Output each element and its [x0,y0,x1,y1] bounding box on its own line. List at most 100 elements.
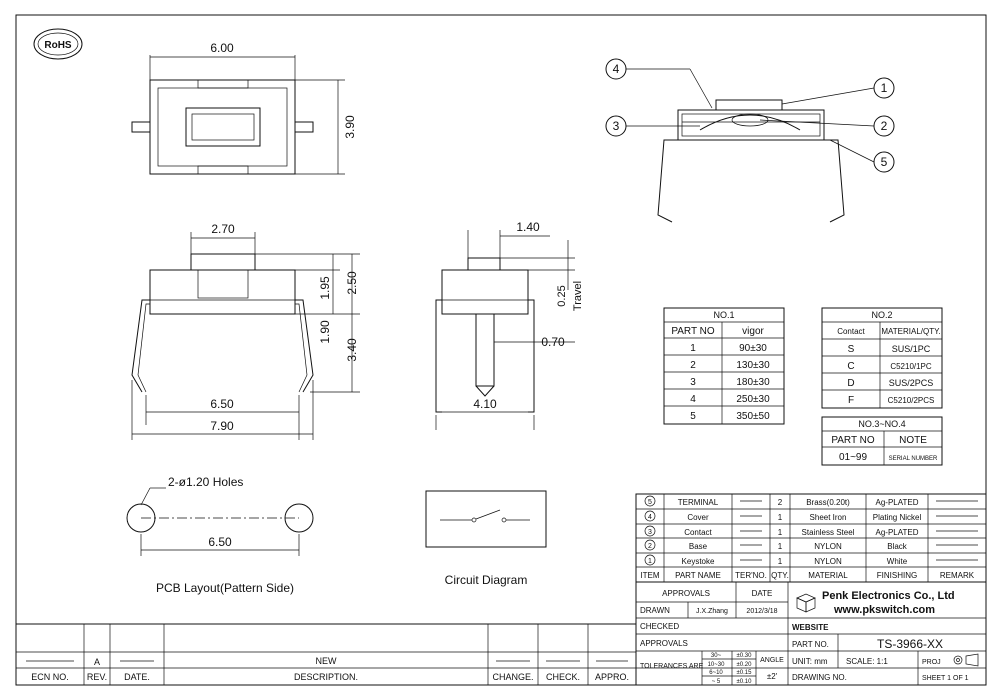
svg-text:±0.10: ±0.10 [737,679,753,685]
svg-text:Ag-PLATED: Ag-PLATED [876,528,919,537]
svg-text:NEW: NEW [316,656,338,666]
revision-table: A NEW ECN NO. REV. DATE. DESCRIPTION. CH… [15,623,637,686]
svg-text:NO.2: NO.2 [871,310,892,320]
dim-front-cap: 2.70 [211,222,235,236]
svg-text:PART NO: PART NO [671,326,715,337]
svg-text:1: 1 [778,513,783,522]
dim-side-pin: 0.70 [541,335,565,349]
svg-text:SUS/2PCS: SUS/2PCS [889,378,934,388]
svg-text:TERMINAL: TERMINAL [678,498,719,507]
svg-text:DATE: DATE [752,589,773,598]
svg-text:APPRO.: APPRO. [595,672,629,682]
svg-text:Plating Nickel: Plating Nickel [873,513,922,522]
svg-text:±2': ±2' [767,672,778,681]
svg-text:6~10: 6~10 [709,670,723,676]
callout-1: 1 [781,77,895,105]
dim-front-total-h: 2.50 [345,271,359,295]
top-view: 6.00 3.90 [131,41,357,175]
dim-front-lead-h: 3.40 [345,338,359,362]
svg-text:APPROVALS: APPROVALS [640,639,688,648]
svg-text:NO.3~NO.4: NO.3~NO.4 [858,419,905,429]
title-block: APPROVALS DATE DRAWN J.X.Zhang 2012/3/18… [635,581,987,686]
svg-text:Brass(0.20t): Brass(0.20t) [806,498,850,507]
rohs-text: RoHS [44,40,72,51]
svg-text:2: 2 [778,498,783,507]
svg-text:White: White [887,557,908,566]
svg-text:SERIAL NUMBER: SERIAL NUMBER [889,456,938,462]
svg-text:2: 2 [690,360,696,371]
rohs-logo: RoHS [33,28,83,60]
section-view: 4 1 3 2 5 [605,58,895,223]
svg-text:MATERIAL: MATERIAL [808,571,848,580]
callout-5: 5 [829,139,895,173]
svg-text:DESCRIPTION.: DESCRIPTION. [294,672,358,682]
svg-text:10~30: 10~30 [708,662,726,668]
circuit-diagram: Circuit Diagram [425,490,547,587]
svg-text:QTY.: QTY. [771,571,789,580]
svg-text:SHEET 1 OF 1: SHEET 1 OF 1 [922,675,969,682]
svg-text:1: 1 [778,557,783,566]
svg-text:±0.15: ±0.15 [737,670,753,676]
svg-text:TOLERANCES ARE: TOLERANCES ARE [640,663,704,670]
svg-text:90±30: 90±30 [739,343,767,354]
svg-text:Stainless Steel: Stainless Steel [802,528,855,537]
pcb-caption: PCB Layout(Pattern Side) [156,581,294,595]
dim-top-height: 3.90 [343,115,357,139]
svg-text:01~99: 01~99 [839,452,868,463]
svg-text:PART NO.: PART NO. [792,640,829,649]
dim-front-inner: 6.50 [210,397,234,411]
svg-text:Black: Black [887,542,908,551]
company-logo-icon [796,593,816,613]
svg-text:30~: 30~ [711,653,722,659]
dim-front-body-h: 1.90 [318,320,332,344]
callout-2: 2 [759,115,895,137]
pcb-spacing: 6.50 [208,535,232,549]
pcb-holes-label: 2-ø1.20 Holes [168,475,243,489]
svg-text:1: 1 [778,528,783,537]
svg-text:MATERIAL/QTY.: MATERIAL/QTY. [881,327,940,336]
svg-text:5: 5 [881,155,888,169]
svg-text:UNIT: mm: UNIT: mm [792,657,828,666]
svg-text:NYLON: NYLON [814,542,842,551]
svg-text:PART NO: PART NO [831,435,875,446]
dim-side-travel-label: Travel [572,281,584,311]
svg-text:CHANGE.: CHANGE. [492,672,533,682]
svg-text:DATE.: DATE. [124,672,150,682]
svg-text:2012/3/18: 2012/3/18 [746,608,777,615]
svg-text:Contact: Contact [684,528,712,537]
dim-front-outer: 7.90 [210,419,234,433]
svg-text:4: 4 [690,394,696,405]
svg-text:S: S [848,344,855,355]
dim-side-cap: 1.40 [516,220,540,234]
svg-text:ANGLE: ANGLE [760,657,784,664]
svg-text:SUS/1PC: SUS/1PC [892,344,931,354]
part-number: TS-3966-XX [877,637,943,651]
svg-text:PART NAME: PART NAME [675,571,721,580]
svg-text:Keystoke: Keystoke [682,557,715,566]
svg-text:4: 4 [613,62,620,76]
dim-side-travel: 0.25 [556,285,568,306]
svg-text:NYLON: NYLON [814,557,842,566]
svg-text:FINISHING: FINISHING [877,571,917,580]
svg-text:1: 1 [778,542,783,551]
callout-3: 3 [605,115,700,137]
side-view: 1.40 0.25 Travel 0.70 4.10 [435,220,584,430]
svg-text:5: 5 [648,499,652,506]
svg-text:3: 3 [613,119,620,133]
table-no2: NO.2 Contact MATERIAL/QTY. S SUS/1PC C C… [821,307,943,409]
dim-side-width: 4.10 [473,397,497,411]
svg-text:D: D [847,378,854,389]
company-name: Penk Electronics Co., Ltd [822,590,955,602]
svg-text:TER'NO.: TER'NO. [735,571,767,580]
svg-text:PROJ: PROJ [922,659,941,666]
svg-text:C: C [847,361,854,372]
svg-text:ITEM: ITEM [640,571,659,580]
svg-text:ECN NO.: ECN NO. [31,672,69,682]
dim-top-width: 6.00 [210,41,234,55]
svg-text:CHECK.: CHECK. [546,672,580,682]
svg-text:NOTE: NOTE [899,435,927,446]
bom-table: 5 TERMINAL 2 Brass(0.20t) Ag-PLATED 4 Co… [635,493,987,583]
svg-text:C5210/1PC: C5210/1PC [890,362,932,371]
svg-text:3: 3 [648,529,652,536]
